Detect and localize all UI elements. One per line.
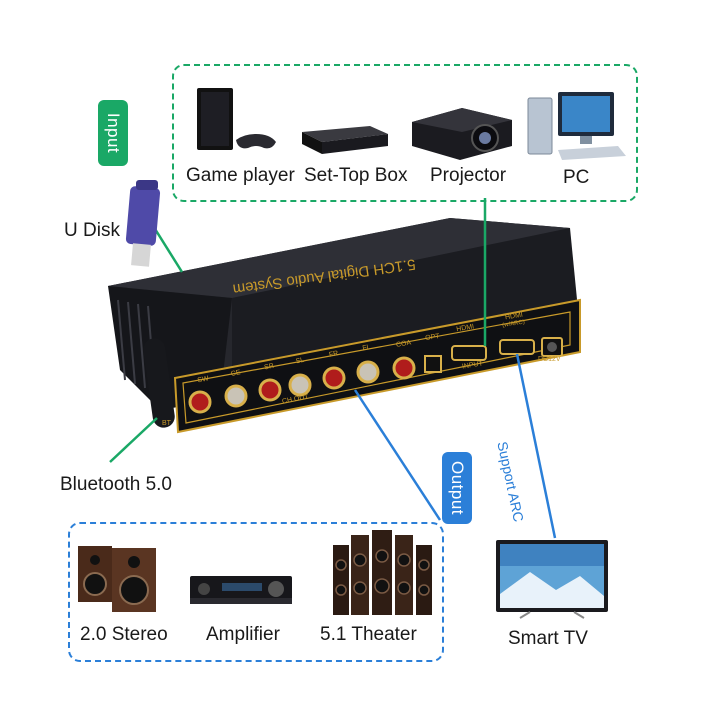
input-device-label: Set-Top Box	[304, 165, 408, 186]
input-devices-box	[172, 64, 638, 202]
antenna-label: BT	[162, 420, 171, 427]
arc-connection-line	[515, 353, 557, 539]
bluetooth-label: Bluetooth 5.0	[60, 474, 172, 495]
output-device-label: 5.1 Theater	[320, 624, 417, 645]
input-tag: Input	[98, 100, 128, 166]
output-device-label: 2.0 Stereo	[80, 624, 168, 645]
bluetooth-antenna	[143, 338, 175, 428]
output-device-label: Amplifier	[206, 624, 280, 645]
usb-disk-label: U Disk	[64, 220, 120, 241]
bluetooth-connection-line	[109, 417, 158, 463]
output-connection-line	[353, 389, 442, 521]
input-device-label: Game player	[186, 165, 295, 186]
stereo-speakers-icon	[78, 546, 156, 612]
set-top-box-icon	[302, 126, 388, 154]
rca-jacks	[188, 356, 416, 414]
projector-icon	[412, 108, 512, 160]
output-tag: Output	[442, 452, 472, 524]
smart-tv-label: Smart TV	[508, 628, 588, 649]
pc-monitor-icon	[527, 92, 626, 160]
input-ports	[424, 337, 563, 373]
input-device-label: PC	[563, 167, 590, 188]
amplifier-icon	[190, 576, 292, 604]
input-device-label: Projector	[430, 165, 507, 186]
smart-tv-icon	[496, 540, 608, 619]
power-label: DC12V	[538, 356, 561, 363]
usb-disk-icon	[125, 180, 161, 267]
game-console-icon	[197, 88, 276, 150]
home-theater-icon	[333, 530, 432, 615]
output-devices-box	[68, 522, 444, 662]
